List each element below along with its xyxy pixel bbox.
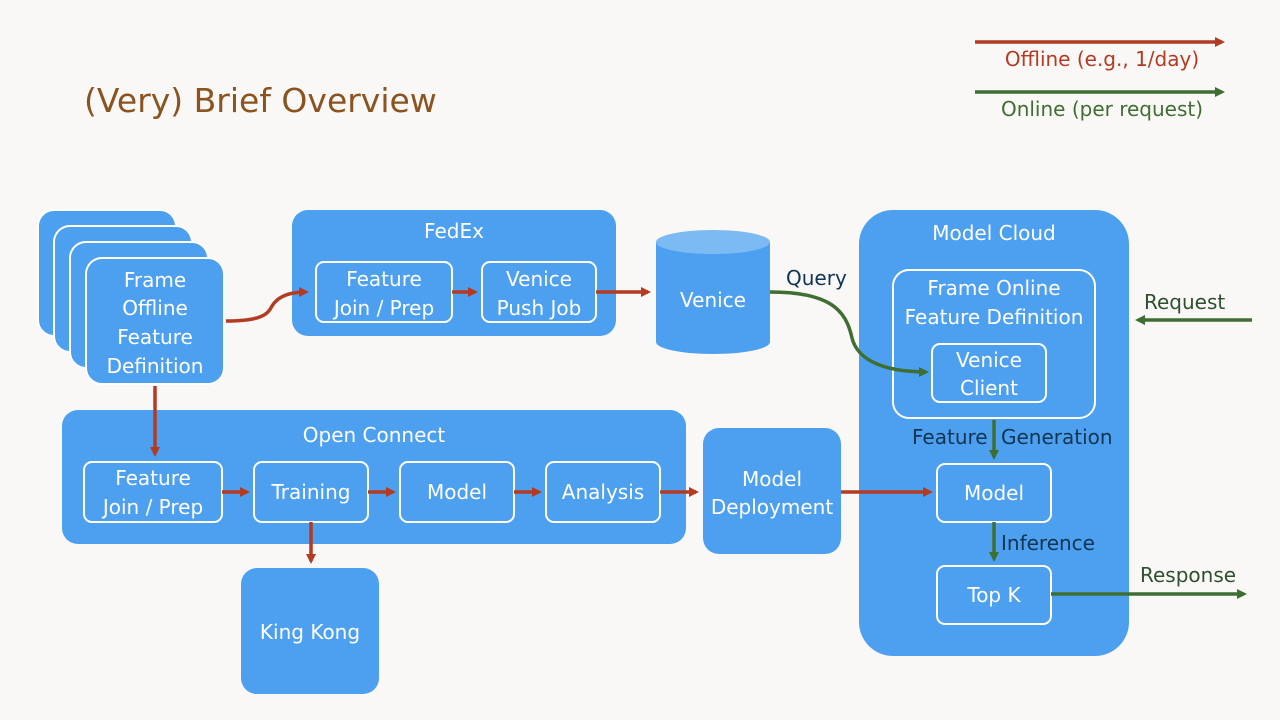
venice-push-job-label: Push Job (497, 296, 582, 320)
fedex-group: FedEx Feature Join / Prep Venice Push Jo… (292, 210, 616, 336)
open-connect-group: Open Connect Feature Join / Prep Trainin… (62, 410, 686, 544)
model-deployment: Model Deployment (703, 428, 841, 554)
request-label: Request (1144, 290, 1225, 314)
frame-online-label: Frame Online (927, 276, 1060, 300)
fedex-feature-join-label: Join / Prep (332, 296, 434, 320)
venice-datastore: Venice (656, 230, 770, 354)
venice-query-arrow (769, 290, 929, 377)
inference-label: Inference (1001, 531, 1095, 555)
model-deployment-label: Model (742, 467, 802, 491)
oc-feature-join-label: Join / Prep (101, 495, 203, 519)
frame-offline-label-line: Frame (124, 268, 186, 292)
feature-generation-label: Generation (1001, 425, 1113, 449)
king-kong: King Kong (241, 568, 379, 694)
fedex-title: FedEx (424, 219, 484, 243)
offline-legend-label: Offline (e.g., 1/day) (1005, 47, 1199, 71)
training-label: Training (271, 480, 351, 504)
query-label: Query (786, 266, 847, 290)
cloud-model-label: Model (964, 481, 1024, 505)
venice-push-job-label: Venice (506, 267, 572, 291)
page-title: (Very) Brief Overview (84, 81, 437, 120)
frame-offline-label-line: Feature (117, 325, 193, 349)
model-deployment-label: Deployment (711, 495, 833, 519)
king-kong-label: King Kong (260, 620, 360, 644)
venice-client-box (931, 343, 1047, 403)
response-label: Response (1140, 563, 1236, 587)
model-deployment-box (703, 428, 841, 554)
king-kong-box (241, 568, 379, 694)
frame-offline-label-line: Definition (107, 354, 204, 378)
frame-online-label: Feature Definition (905, 305, 1084, 329)
online-arrows (769, 290, 1252, 599)
model-cloud-title: Model Cloud (932, 221, 1056, 245)
fedex-feature-join-label: Feature (346, 267, 422, 291)
open-connect-title: Open Connect (303, 423, 446, 447)
venice-cylinder-body (656, 242, 770, 354)
venice-client-label: Venice (956, 348, 1022, 372)
venice-client-label: Client (960, 376, 1018, 400)
online-legend-label: Online (per request) (1001, 97, 1203, 121)
legend: Offline (e.g., 1/day) Online (per reques… (975, 37, 1225, 121)
frame-offline-feature-definition-box (85, 257, 225, 385)
venice-cylinder-top (656, 230, 770, 254)
oc-model-label: Model (427, 480, 487, 504)
oc-feature-join-label: Feature (115, 466, 191, 490)
frame-to-fedex-arrow (225, 287, 309, 323)
offline-arrows (150, 287, 933, 564)
top-k-label: Top K (966, 583, 1021, 607)
analysis-label: Analysis (562, 480, 644, 504)
feature-generation-label: Feature (912, 425, 988, 449)
frame-offline-stack: Frame Offline Feature Definition (37, 209, 225, 385)
venice-label: Venice (680, 288, 746, 312)
frame-offline-label-line: Offline (122, 296, 188, 320)
